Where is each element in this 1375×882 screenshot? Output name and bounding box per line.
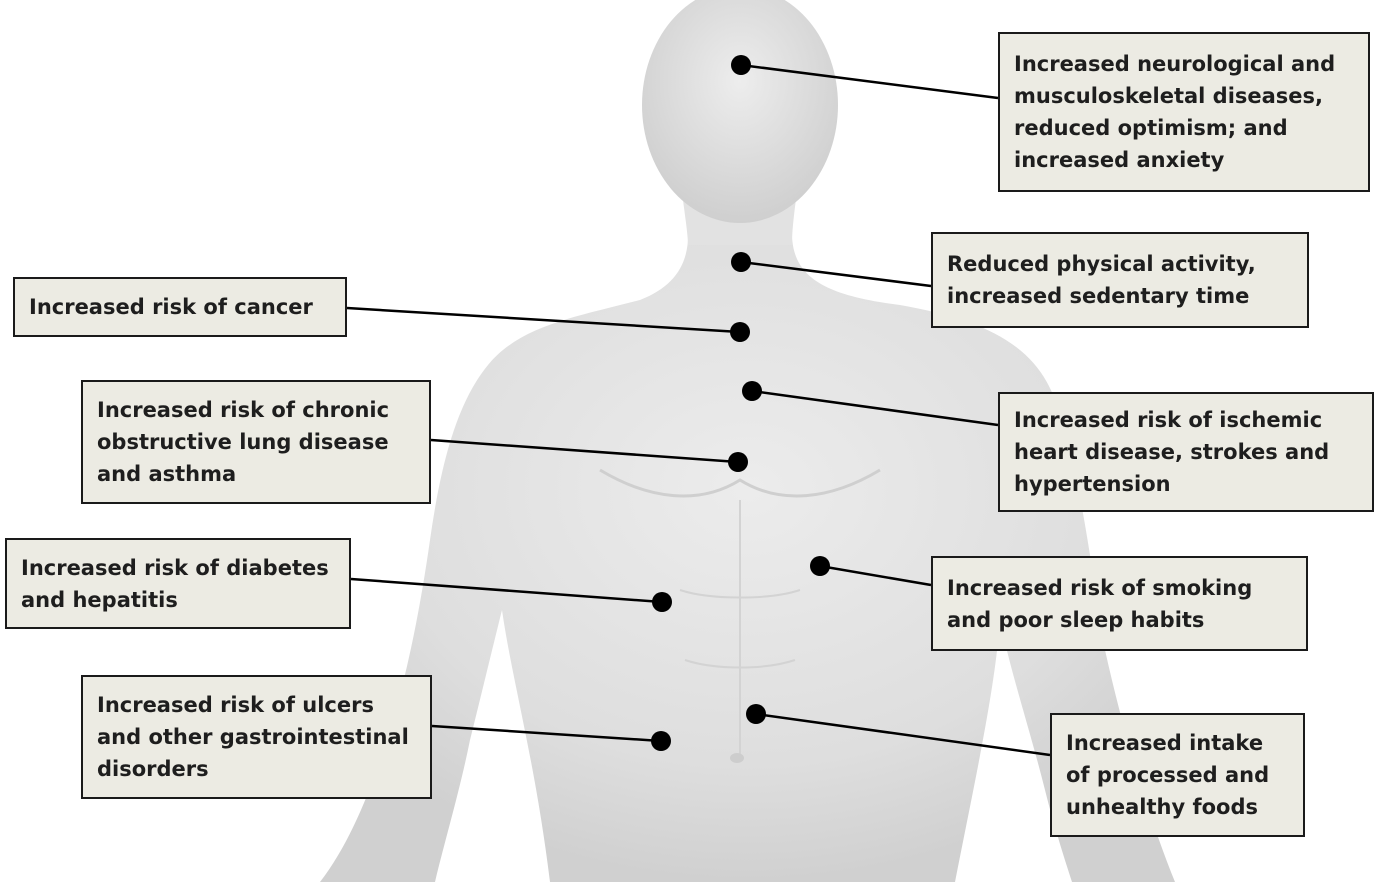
marker-dot-lung	[728, 452, 748, 472]
marker-dot-ulcers	[651, 731, 671, 751]
callout-foods: Increased intake of processed and unheal…	[1050, 713, 1305, 837]
callout-neurological: Increased neurological and musculoskelet…	[998, 32, 1370, 192]
callout-physical-activity-text: Reduced physical activity, increased sed…	[947, 248, 1293, 312]
callout-neurological-text: Increased neurological and musculoskelet…	[1014, 48, 1354, 176]
callout-lung-disease: Increased risk of chronic obstructive lu…	[81, 380, 431, 504]
marker-dot-heart	[742, 381, 762, 401]
marker-dot-neurological	[731, 55, 751, 75]
callout-lung-disease-text: Increased risk of chronic obstructive lu…	[97, 394, 415, 490]
head-shape	[642, 0, 838, 223]
callout-heart-disease: Increased risk of ischemic heart disease…	[998, 392, 1374, 512]
callout-smoking: Increased risk of smoking and poor sleep…	[931, 556, 1308, 651]
marker-dot-cancer	[730, 322, 750, 342]
marker-dot-physical	[731, 252, 751, 272]
callout-physical-activity: Reduced physical activity, increased sed…	[931, 232, 1309, 328]
callout-diabetes-text: Increased risk of diabetes and hepatitis	[21, 552, 335, 616]
callout-cancer-text: Increased risk of cancer	[29, 291, 313, 323]
navel	[730, 753, 744, 763]
marker-dot-diabetes	[652, 592, 672, 612]
callout-smoking-text: Increased risk of smoking and poor sleep…	[947, 572, 1292, 636]
callout-ulcers-text: Increased risk of ulcers and other gastr…	[97, 689, 416, 785]
callout-heart-disease-text: Increased risk of ischemic heart disease…	[1014, 404, 1358, 500]
callout-foods-text: Increased intake of processed and unheal…	[1066, 727, 1289, 823]
marker-dot-smoking	[810, 556, 830, 576]
marker-dot-foods	[746, 704, 766, 724]
callout-ulcers: Increased risk of ulcers and other gastr…	[81, 675, 432, 799]
callout-cancer: Increased risk of cancer	[13, 277, 347, 337]
callout-diabetes: Increased risk of diabetes and hepatitis	[5, 538, 351, 629]
